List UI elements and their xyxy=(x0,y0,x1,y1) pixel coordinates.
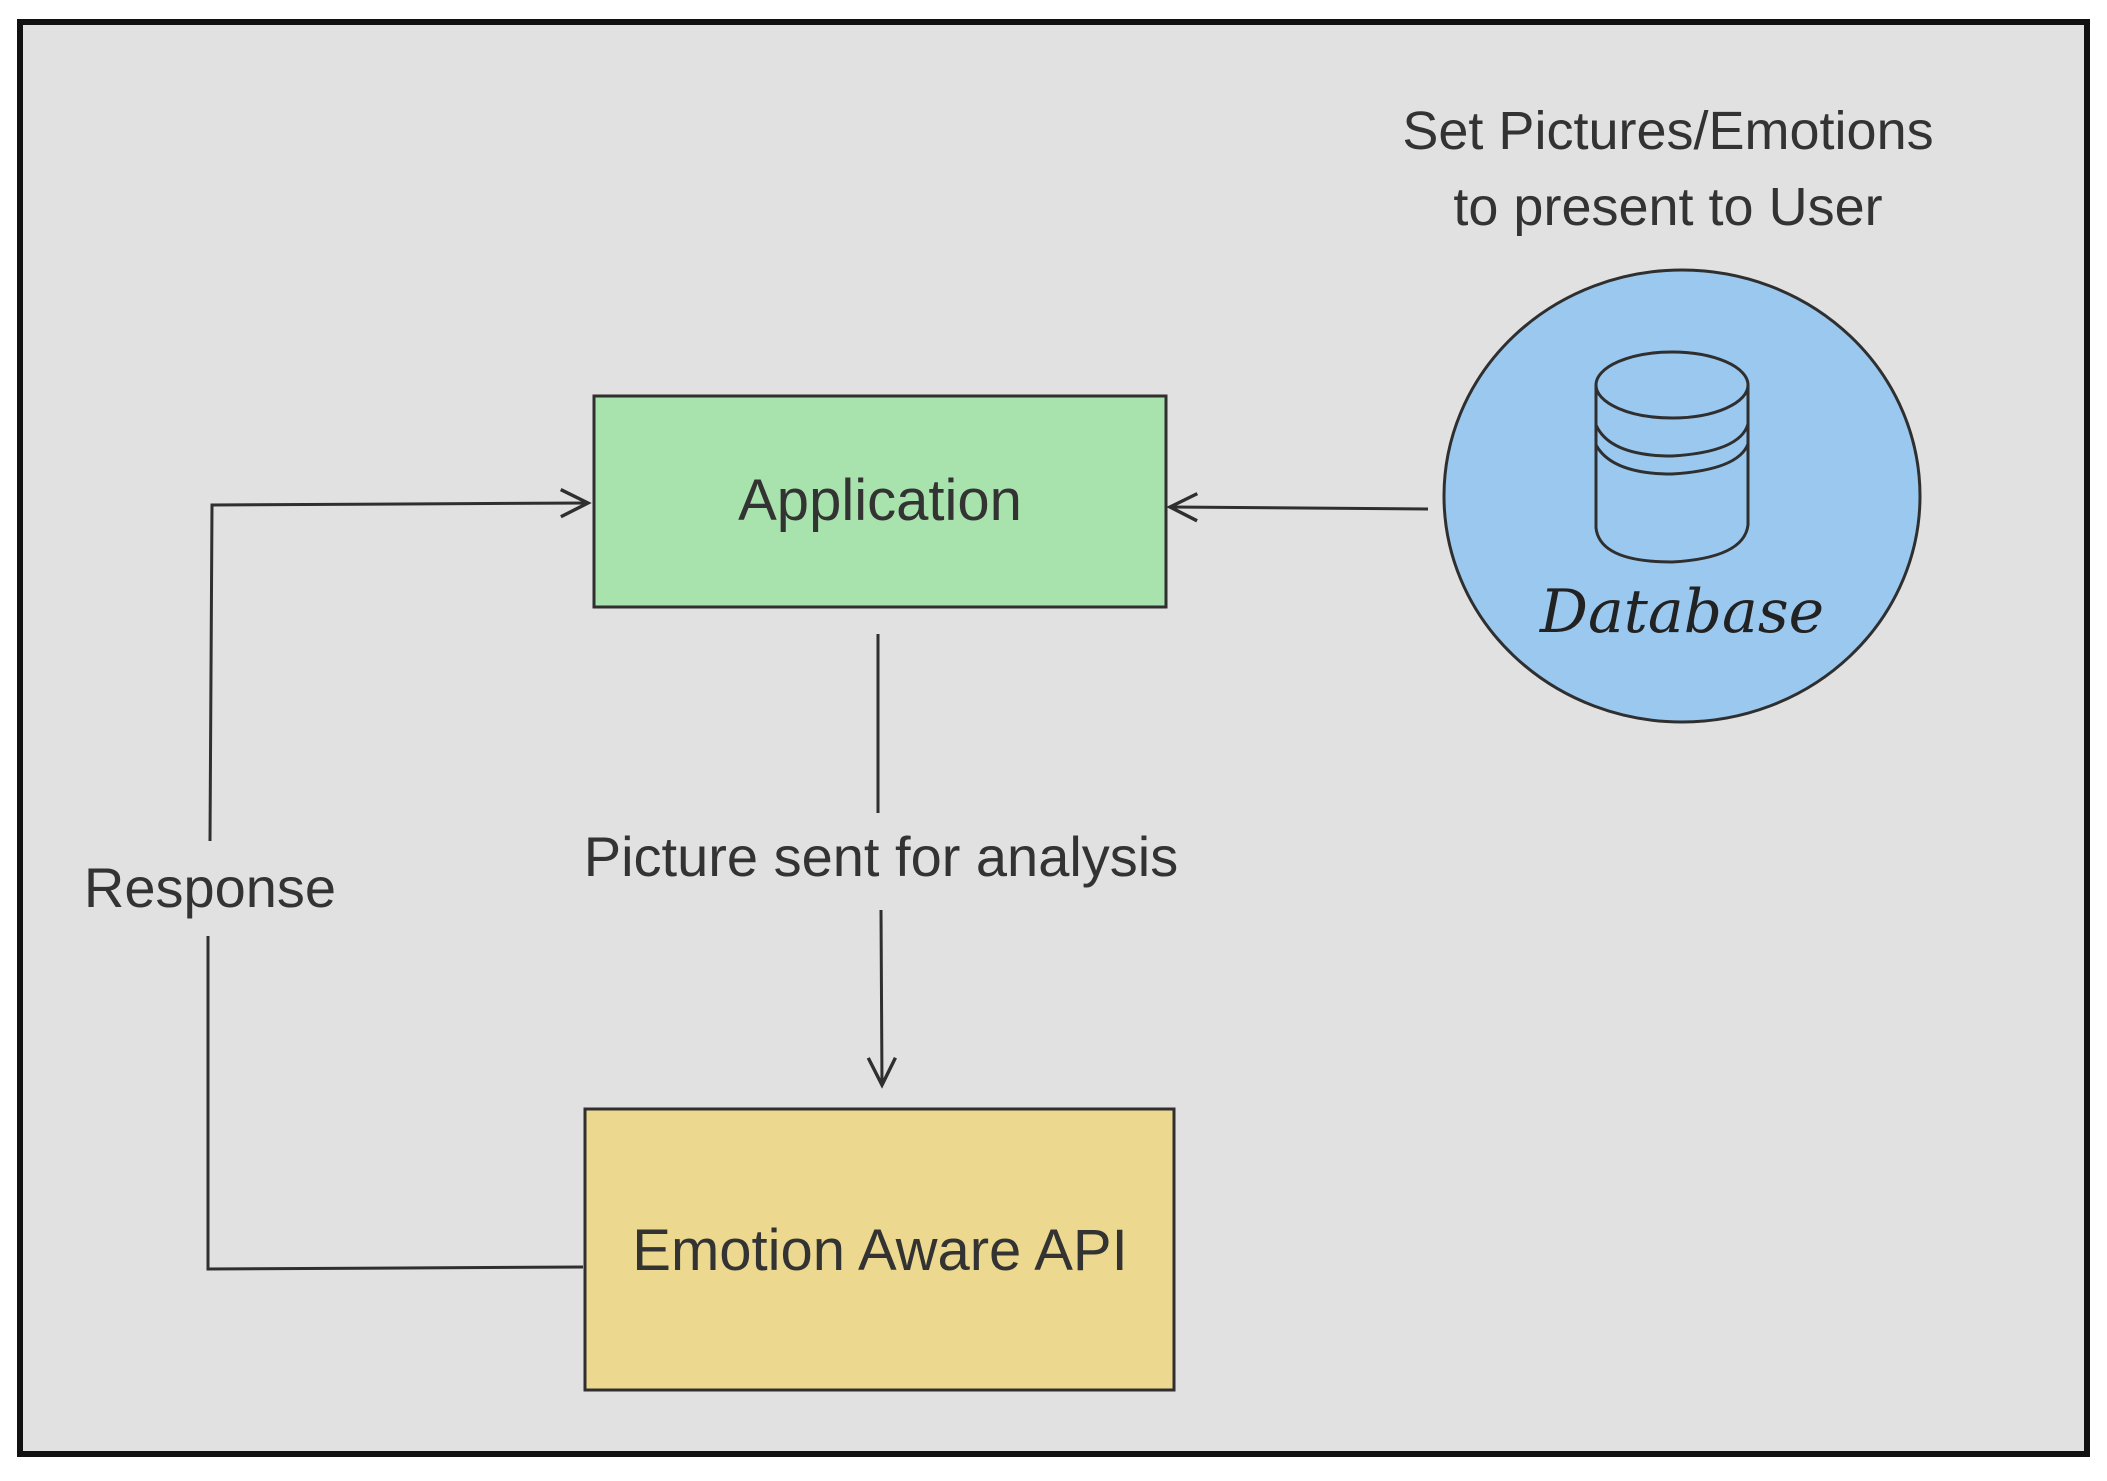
application-box xyxy=(592,394,1168,609)
picture-sent-label: Picture sent for analysis xyxy=(584,825,1178,888)
emotion-api-node: Emotion Aware API xyxy=(583,1107,1176,1392)
database-node: Database xyxy=(1442,268,1922,724)
application-label: Application xyxy=(738,468,1022,533)
database-note-line-2: to present to User xyxy=(1453,177,1882,237)
database-note-line-1: Set Pictures/Emotions xyxy=(1402,101,1933,161)
application-node: Application xyxy=(592,394,1168,609)
database-icon xyxy=(1594,350,1750,564)
picture-sent-arrow xyxy=(881,909,882,1085)
database-label: Database xyxy=(1539,577,1824,647)
database-to-application-arrow xyxy=(1170,507,1429,509)
response-arrow xyxy=(208,503,588,842)
emotion-api-box xyxy=(583,1107,1176,1392)
database-circle xyxy=(1442,268,1922,724)
emotion-api-label: Emotion Aware API xyxy=(632,1218,1127,1283)
response-line-bottom xyxy=(206,936,584,1271)
response-label: Response xyxy=(84,856,336,919)
